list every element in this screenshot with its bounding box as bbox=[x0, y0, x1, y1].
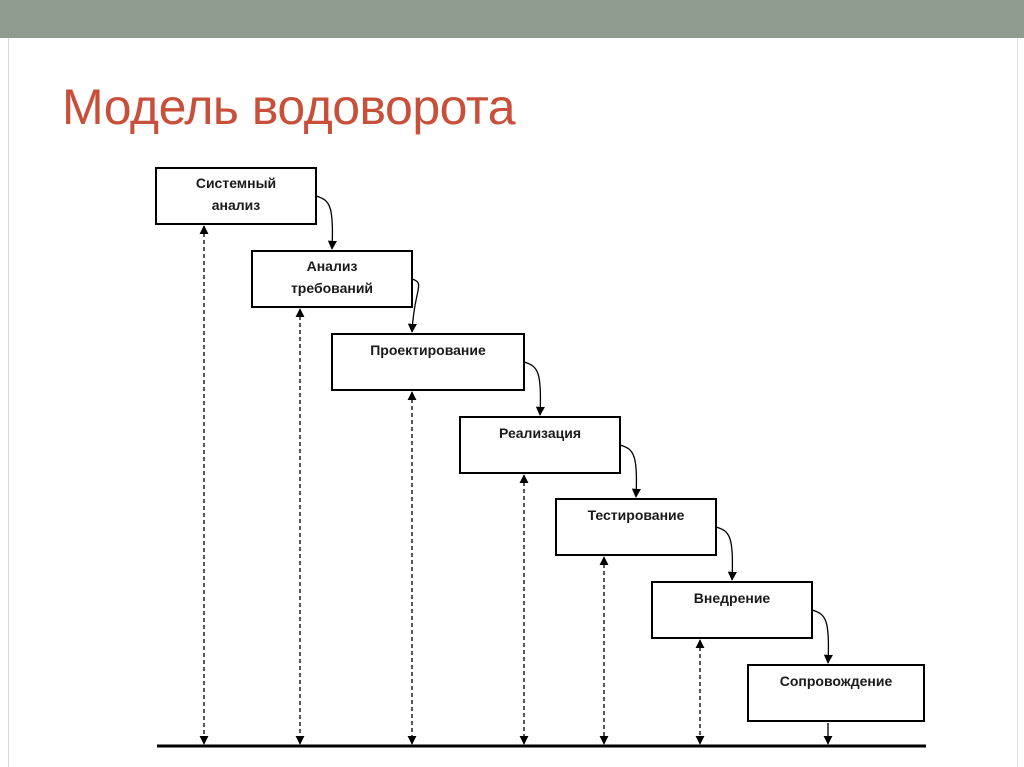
stage-5: Тестирование bbox=[555, 498, 737, 745]
stage-label-line2: требований bbox=[291, 280, 373, 296]
stage-box bbox=[331, 333, 525, 391]
stage-label-line1: Внедрение bbox=[694, 590, 771, 606]
stage-label-line1: Тестирование bbox=[588, 507, 685, 523]
flow-arrow bbox=[715, 526, 737, 581]
slide-left-edge bbox=[8, 38, 9, 767]
flow-arrow bbox=[619, 444, 641, 498]
stage-box bbox=[251, 250, 413, 308]
flow-arrow bbox=[811, 609, 833, 664]
stage-label-line1: Реализация bbox=[499, 425, 581, 441]
flow-arrow bbox=[523, 361, 545, 416]
stage-label-line1: Сопровождение bbox=[780, 673, 893, 689]
stage-box bbox=[651, 581, 813, 639]
stage-box bbox=[747, 664, 925, 722]
stage-1: Системный анализ bbox=[155, 167, 337, 745]
slide-top-bar bbox=[0, 0, 1024, 38]
stage-6: Внедрение bbox=[651, 581, 833, 745]
stage-label-line1: Системный bbox=[196, 175, 276, 191]
stage-3: Проектирование bbox=[331, 333, 545, 745]
stage-4: Реализация bbox=[459, 416, 641, 745]
stage-7: Сопровождение bbox=[747, 664, 925, 745]
flow-arrow bbox=[407, 278, 420, 333]
stage-label-line1: Проектирование bbox=[370, 342, 486, 358]
stage-box bbox=[555, 498, 717, 556]
stage-label-line2: анализ bbox=[212, 197, 261, 213]
stage-label-line1: Анализ bbox=[307, 258, 358, 274]
slide-right-edge bbox=[1017, 38, 1018, 767]
flow-arrow bbox=[315, 195, 337, 250]
slide-title: Модель водоворота bbox=[62, 79, 516, 135]
stage-2: Анализ требований bbox=[251, 250, 420, 745]
